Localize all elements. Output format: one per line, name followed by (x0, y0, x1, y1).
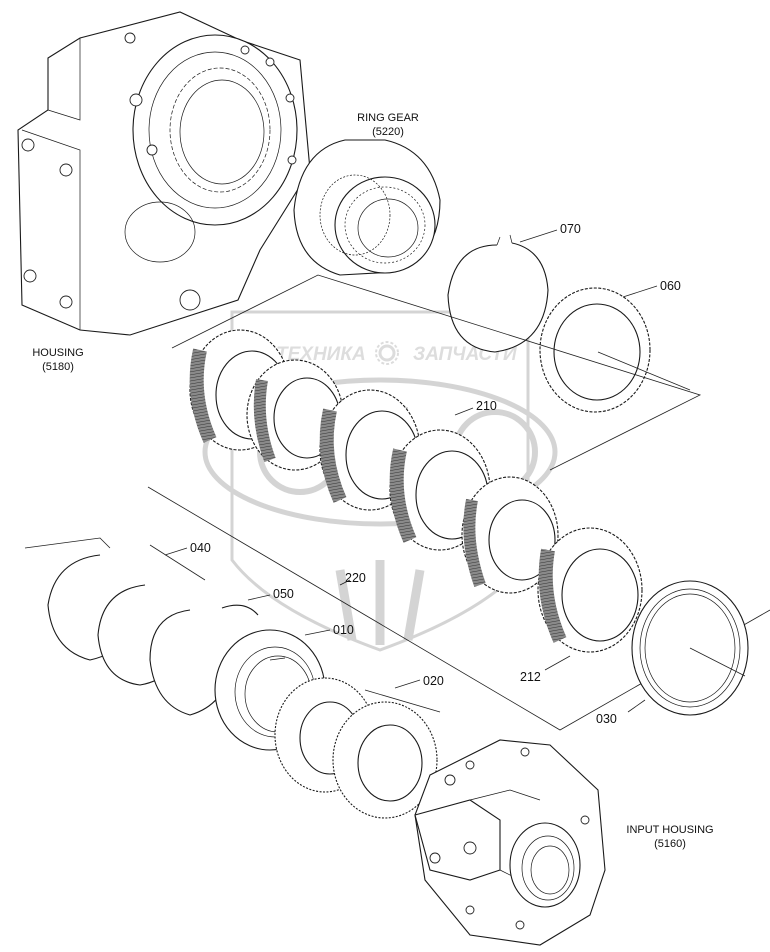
snap-rings-040 (47, 554, 233, 716)
friction-disc-4 (537, 527, 643, 653)
thrust-washers-020 (274, 677, 438, 819)
callout-210: 210 (476, 399, 497, 413)
clutch-pack (189, 329, 643, 653)
housing-part (17, 11, 311, 336)
watermark-text-left: ТЕХНИКА (276, 344, 366, 365)
gear-plate-060 (539, 287, 651, 413)
callout-010: 010 (333, 623, 354, 637)
snap-ring-070 (447, 234, 549, 353)
callout-060: 060 (660, 279, 681, 293)
input-housing-code: (5160) (654, 838, 686, 850)
callout-040: 040 (190, 541, 211, 555)
input-housing-label: INPUT HOUSING (626, 824, 713, 836)
callout-030: 030 (596, 712, 617, 726)
ring-gear-code: (5220) (372, 126, 404, 138)
ring-gear-label: RING GEAR (357, 112, 419, 124)
callout-212: 212 (520, 670, 541, 684)
gear-logo-icon (375, 341, 399, 365)
input-housing-part (414, 739, 606, 946)
housing-code: (5180) (42, 361, 74, 373)
callout-220: 220 (345, 571, 366, 585)
steel-plate-2 (461, 476, 559, 594)
housing-label: HOUSING (32, 347, 83, 359)
wheat-logo-icon (335, 560, 425, 645)
callout-050: 050 (273, 587, 294, 601)
callout-070: 070 (560, 222, 581, 236)
ring-gear-part (293, 139, 441, 276)
callout-020: 020 (423, 674, 444, 688)
snap-ring-050 (221, 604, 259, 616)
